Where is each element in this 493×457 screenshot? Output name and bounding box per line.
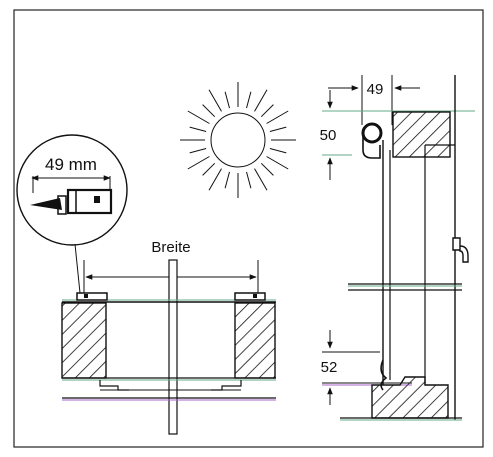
sun-ray xyxy=(202,104,216,118)
window-front-section: Breite xyxy=(61,239,276,435)
profile-detail-callout: 49 mm xyxy=(16,134,128,294)
width-label: Breite xyxy=(151,239,190,256)
right-wall xyxy=(234,302,276,379)
lintel-wall xyxy=(392,111,451,158)
top-gap-height-label: 50 xyxy=(320,127,337,144)
sun-ray xyxy=(187,156,210,170)
window-side-section: 49 50 52 xyxy=(320,75,475,421)
bottom-gap-height-label: 52 xyxy=(321,359,338,376)
sun-ray xyxy=(224,171,230,189)
sun-ray xyxy=(254,168,268,191)
sun-ray xyxy=(266,110,289,124)
left-wall xyxy=(61,302,107,379)
sun-ray xyxy=(202,162,216,176)
sun-ray xyxy=(254,89,268,112)
drawing-frame xyxy=(13,9,484,448)
top-gap-width-label: 49 xyxy=(367,81,384,98)
sun-ray xyxy=(187,110,210,124)
sun-ray xyxy=(208,89,222,112)
sun-ray xyxy=(269,126,287,132)
door-handle-icon xyxy=(452,237,469,263)
sun-ray xyxy=(260,104,274,118)
sun-ray xyxy=(189,148,207,154)
glass-pane xyxy=(168,259,178,435)
sun-ray xyxy=(189,126,207,132)
callout-width-label: 49 mm xyxy=(45,155,97,174)
sun-ray xyxy=(208,168,222,191)
sun-ray xyxy=(269,148,287,154)
sun-ray xyxy=(224,91,230,109)
sun-icon xyxy=(180,82,296,198)
sun-ray xyxy=(266,156,289,170)
rail-profile xyxy=(66,188,113,215)
sun-ray xyxy=(246,171,252,189)
sun-ray xyxy=(246,91,252,109)
sun-ray xyxy=(260,162,274,176)
roller-housing xyxy=(361,122,383,144)
gripper-wedge xyxy=(30,198,62,210)
